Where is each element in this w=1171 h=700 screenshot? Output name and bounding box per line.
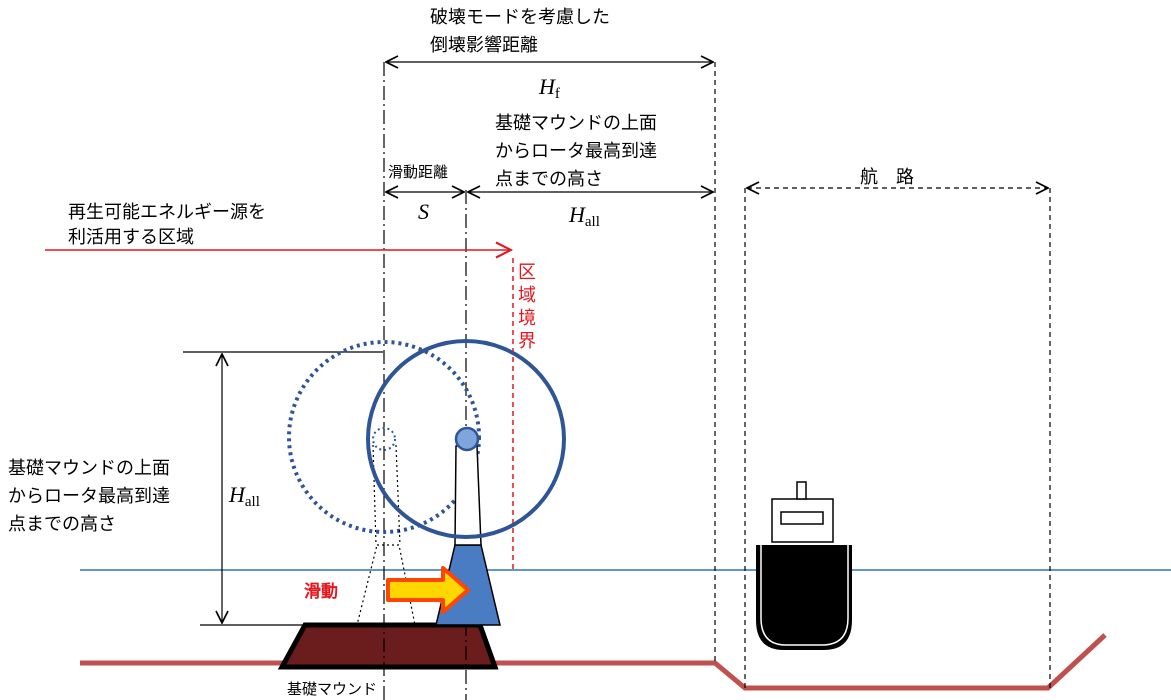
route-label: 航 路	[860, 167, 914, 188]
hall-left-symbol-main: H	[228, 482, 246, 507]
sliding-arrow	[386, 566, 470, 614]
failure-distance-label-line1: 破壊モードを考慮した	[430, 7, 610, 28]
failure-distance-label-line2: 倒壊影響距離	[430, 35, 538, 56]
slide-distance-label: 滑動距離	[388, 163, 448, 181]
tower-shaft	[454, 445, 482, 546]
hf-symbol-sub: f	[555, 86, 560, 102]
hall-top-symbol-main: H	[568, 202, 586, 227]
seabed-line	[80, 633, 1107, 691]
zone-boundary-char-3: 境	[518, 308, 536, 329]
foundation-mound	[277, 622, 499, 670]
zone-boundary-char-4: 界	[518, 331, 536, 352]
renewable-zone-label-line1: 再生可能エネルギー源を	[68, 202, 266, 223]
hall-left-symbol: Hall	[228, 482, 260, 510]
zone-boundary-char-2: 域	[518, 285, 536, 306]
mound-label: 基礎マウンド	[287, 680, 377, 698]
hall-top-symbol-sub: all	[585, 214, 600, 230]
height-top-label-line2: からロータ最高到達	[495, 141, 657, 162]
hall-left-symbol-sub: all	[245, 494, 260, 510]
hall-top-symbol: Hall	[568, 202, 600, 230]
height-left-label-line3: 点までの高さ	[8, 514, 116, 535]
ghost-nacelle	[372, 427, 396, 451]
zone-boundary-char-1: 区	[518, 262, 536, 283]
hf-symbol-main: H	[538, 74, 556, 99]
hf-symbol: Hf	[538, 74, 560, 102]
ghost-tower-right	[395, 444, 401, 546]
rotor-circle	[366, 339, 566, 539]
height-top-label-line1: 基礎マウンドの上面	[495, 113, 657, 134]
height-top-label-line3: 点までの高さ	[495, 169, 603, 190]
s-symbol: S	[418, 199, 429, 224]
ship-icon	[756, 481, 852, 650]
height-left-label-line1: 基礎マウンドの上面	[8, 458, 170, 479]
sliding-label: 滑動	[304, 581, 338, 602]
height-left-label-line2: からロータ最高到達	[8, 486, 170, 507]
ghost-tower-left	[372, 444, 377, 546]
renewable-zone-label-line2: 利活用する区域	[68, 227, 194, 248]
nacelle	[454, 426, 480, 452]
